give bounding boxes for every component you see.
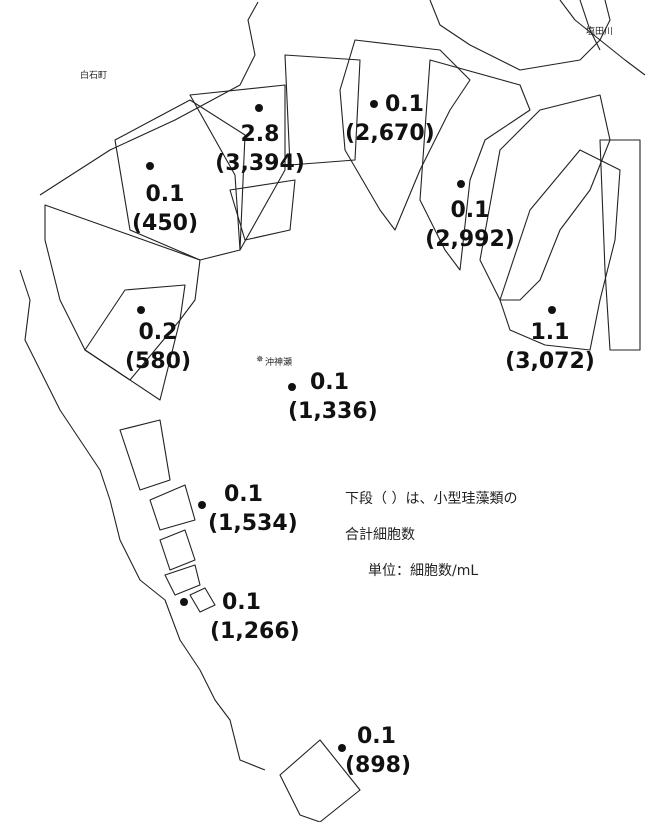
station-dot (255, 104, 263, 112)
station-marker: 0.2 (580) (118, 318, 198, 376)
station-count: (3,394) (215, 151, 305, 176)
station-count: (1,534) (208, 511, 298, 536)
place-label-shiroishi: 白石町 (80, 71, 108, 81)
pier-1 (119, 419, 171, 491)
station-value: 0.1 (310, 370, 349, 395)
station-dot (146, 162, 154, 170)
station-marker: 1.1 (3,072) (500, 318, 600, 376)
pier-3 (159, 529, 196, 571)
legend-line-1: 下段（ ）は、小型珪藻類の (345, 491, 518, 507)
river-mouth (579, 0, 601, 51)
pier-2 (149, 484, 196, 531)
block-mid-2 (229, 179, 296, 241)
block-east-3 (499, 149, 621, 351)
block-center (339, 39, 471, 231)
station-value: 1.1 (530, 320, 570, 345)
station-value: 2.8 (240, 122, 280, 147)
coast-east (559, 0, 646, 76)
coast-northwest (39, 1, 259, 196)
station-count: (3,072) (505, 349, 595, 374)
shoal-icon: ✵ (256, 355, 264, 365)
station-marker: 0.1 (1,336) (288, 368, 398, 426)
legend-line-2: 合計細胞数 (345, 527, 415, 543)
pier-5 (189, 587, 216, 613)
pier-4 (164, 564, 201, 596)
station-marker: 0.1 (2,670) (345, 90, 465, 148)
station-value: 0.1 (222, 590, 261, 615)
station-value: 0.1 (450, 198, 490, 223)
coast-west (19, 269, 266, 771)
station-dot (137, 306, 145, 314)
station-count: (450) (131, 211, 199, 236)
station-dot (288, 383, 296, 391)
block-mid-1 (189, 84, 286, 251)
station-value: 0.1 (385, 92, 424, 117)
station-count: (1,336) (288, 399, 378, 424)
station-count: (2,992) (425, 227, 515, 252)
station-marker: 0.1 (2,992) (420, 196, 520, 254)
station-dot (198, 501, 206, 509)
station-marker: 0.1 (1,534) (208, 480, 318, 538)
station-dot (180, 598, 188, 606)
block-east-1 (419, 59, 531, 271)
block-west-2 (84, 284, 186, 401)
station-value: 0.1 (145, 182, 185, 207)
station-dot (370, 100, 378, 108)
place-label-river: 塩田川 (586, 27, 614, 37)
block-east-2 (479, 94, 611, 301)
block-mid-3 (284, 54, 361, 166)
legend-line-3: 単位：細胞数/mL (368, 563, 479, 579)
offshore-structure (279, 739, 361, 822)
station-marker: 0.1 (898) (345, 722, 435, 780)
station-value: 0.2 (138, 320, 178, 345)
station-count: (2,670) (345, 121, 435, 146)
station-marker: 2.8 (3,394) (210, 120, 310, 178)
station-marker: 0.1 (1,266) (210, 588, 320, 646)
station-dot (548, 306, 556, 314)
coast-northeast (429, 0, 611, 71)
station-count: (580) (124, 349, 192, 374)
block-east-4 (599, 139, 641, 351)
station-value: 0.1 (357, 724, 396, 749)
station-dot (338, 744, 346, 752)
station-count: (898) (345, 753, 412, 778)
station-dot (457, 180, 465, 188)
station-count: (1,266) (210, 619, 300, 644)
place-label-okinose: 沖神瀬 (265, 358, 293, 368)
station-value: 0.1 (224, 482, 263, 507)
station-marker: 0.1 (450) (125, 180, 205, 238)
